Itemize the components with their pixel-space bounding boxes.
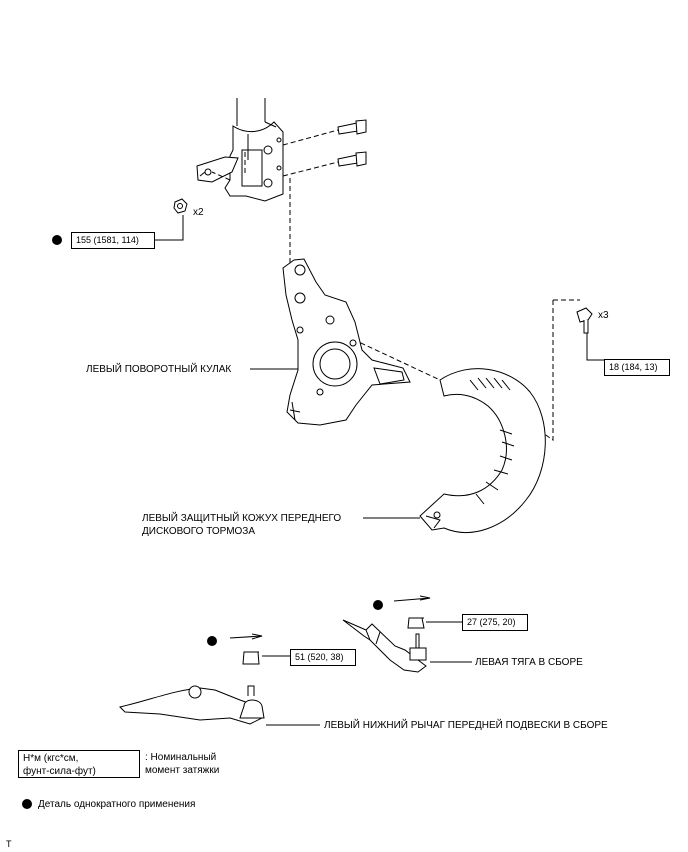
- label-lower-arm: ЛЕВЫЙ НИЖНИЙ РЫЧАГ ПЕРЕДНЕЙ ПОДВЕСКИ В С…: [324, 720, 608, 731]
- torque-box-strut: 155 (1581, 114): [71, 232, 155, 249]
- legend-non-reusable-marker: [22, 799, 32, 809]
- legend-non-reusable-text: Деталь однократного применения: [38, 799, 196, 810]
- non-reusable-marker-lower-arm: [207, 636, 217, 646]
- torque-box-tie-rod: 27 (275, 20): [462, 614, 528, 631]
- legend-unit-desc-line2: момент затяжки: [145, 765, 220, 776]
- tie-rod: [342, 595, 431, 673]
- torque-box-dust-cover: 18 (184, 13): [604, 359, 670, 376]
- legend-unit-line2: фунт-сила-фут): [23, 766, 96, 777]
- lower-arm-nut: [229, 633, 263, 665]
- dust-cover-bolt: [576, 307, 593, 334]
- non-reusable-marker: [52, 235, 62, 245]
- non-reusable-marker-tie-rod: [373, 600, 383, 610]
- footer-mark: T: [6, 839, 12, 849]
- strut-nut: [173, 198, 188, 214]
- steering-knuckle: [282, 258, 411, 426]
- label-dust-cover-line2: ДИСКОВОГО ТОРМОЗА: [142, 526, 256, 537]
- qty-dust-cover-bolts: x3: [598, 310, 609, 321]
- legend-unit-box: Н*м (кгс*см, фунт-сила-фут): [18, 750, 140, 778]
- label-steering-knuckle: ЛЕВЫЙ ПОВОРОТНЫЙ КУЛАК: [86, 364, 232, 375]
- qty-strut-nuts: x2: [193, 207, 204, 218]
- lower-arm: [119, 685, 265, 725]
- leader-lines: [250, 368, 472, 726]
- brake-dust-cover: [419, 368, 546, 533]
- label-dust-cover-line1: ЛЕВЫЙ ЗАЩИТНЫЙ КОЖУХ ПЕРЕДНЕГО: [142, 513, 342, 524]
- legend-unit-desc-line1: : Номинальный: [145, 752, 217, 763]
- legend-unit-line1: Н*м (кгс*см,: [23, 753, 79, 764]
- label-tie-rod: ЛЕВАЯ ТЯГА В СБОРЕ: [475, 657, 583, 668]
- torque-box-lower-arm: 51 (520, 38): [290, 649, 356, 666]
- strut-bolts: [337, 119, 367, 167]
- shock-absorber: [196, 98, 284, 202]
